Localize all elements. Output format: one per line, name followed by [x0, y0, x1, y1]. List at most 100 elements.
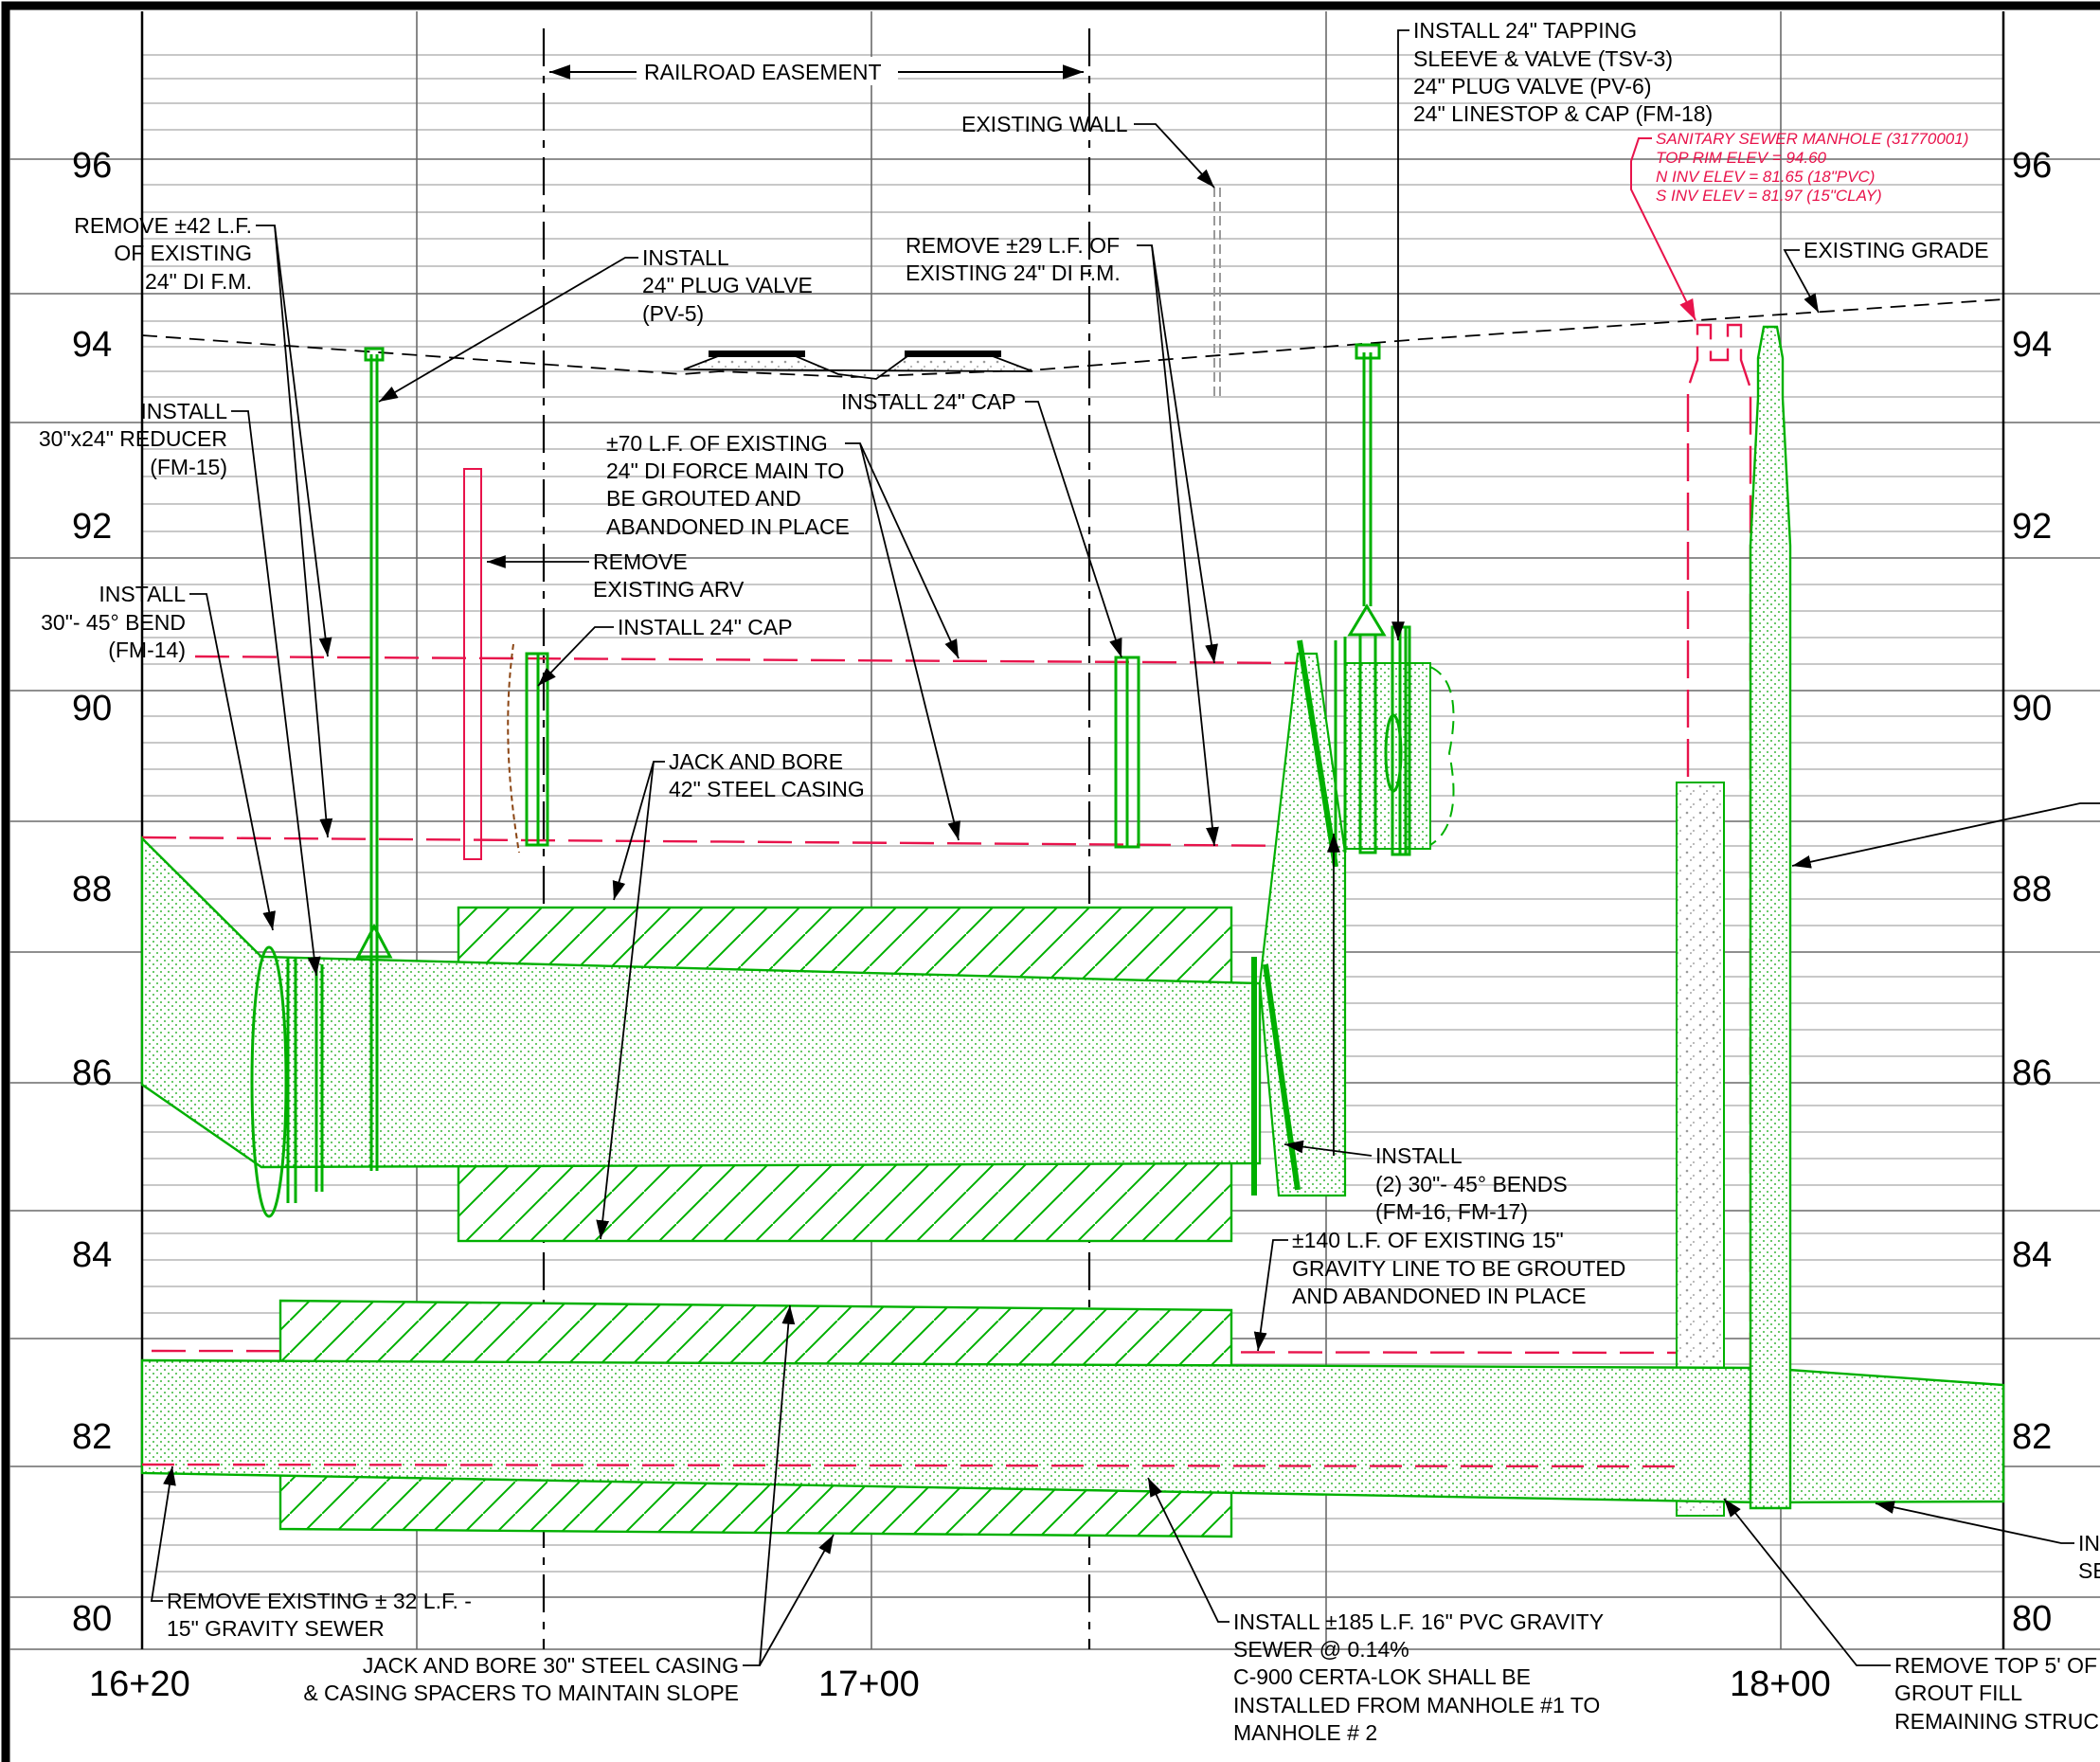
callout-cap-left: INSTALL 24" CAP [537, 615, 793, 687]
station-18-00: 18+00 [1730, 1664, 1831, 1704]
svg-text:30"x24" REDUCER: 30"x24" REDUCER [39, 426, 227, 451]
callout-existing-wall: EXISTING WALL [961, 112, 1215, 189]
svg-text:MANHOLE # 2: MANHOLE # 2 [1233, 1720, 1377, 1745]
elev-92-right: 92 [2012, 507, 2052, 547]
callout-remove-29: REMOVE ±29 L.F. OF EXISTING 24" DI F.M. [906, 233, 1219, 847]
elev-86-right: 86 [2012, 1053, 2052, 1093]
elevation-labels-left: 96 94 92 90 88 86 84 82 80 [72, 146, 112, 1639]
elev-90-right: 90 [2012, 689, 2052, 728]
svg-text:& CASING SPACERS TO MAINTAIN S: & CASING SPACERS TO MAINTAIN SLOPE [303, 1681, 739, 1705]
callout-plug-valve: INSTALL 24" PLUG VALVE (PV-5) [378, 245, 813, 403]
new-manhole [1749, 325, 1792, 1510]
svg-text:S INV ELEV = 81.97 (15"CLAY): S INV ELEV = 81.97 (15"CLAY) [1656, 187, 1882, 205]
svg-text:INSTALLED FROM MANHOLE #1 TO: INSTALLED FROM MANHOLE #1 TO [1233, 1693, 1600, 1717]
force-main-bend-section [1258, 652, 1347, 1197]
callout-jack-42: JACK AND BORE 42" STEEL CASING [596, 749, 865, 1240]
callout-abandon-140: ±140 L.F. OF EXISTING 15" GRAVITY LINE T… [1253, 1228, 1625, 1352]
svg-text:REMOVE ±29 L.F. OF: REMOVE ±29 L.F. OF [906, 233, 1120, 258]
elev-92-left: 92 [72, 507, 112, 547]
force-main-30-inch [140, 836, 1262, 1169]
svg-text:INSTALL 24" CAP: INSTALL 24" CAP [841, 389, 1016, 414]
elev-94-right: 94 [2012, 325, 2052, 365]
svg-text:JACK AND BORE 30" STEEL CASING: JACK AND BORE 30" STEEL CASING [363, 1653, 739, 1678]
callout-bend-14: INSTALL 30"- 45° BEND (FM-14) [41, 582, 276, 931]
callout-jack-30: JACK AND BORE 30" STEEL CASING & CASING … [303, 1304, 835, 1705]
callout-install-right: INS SE [1791, 802, 2100, 1583]
svg-text:REMOVE ±42 L.F.: REMOVE ±42 L.F. [74, 213, 252, 238]
existing-manhole-outline [1686, 323, 1752, 1466]
elev-80-left: 80 [72, 1599, 112, 1639]
svg-text:(PV-5): (PV-5) [642, 301, 704, 326]
svg-text:INSTALL: INSTALL [642, 245, 729, 270]
station-17-00: 17+00 [818, 1664, 920, 1704]
svg-text:GROUT FILL: GROUT FILL [1894, 1681, 2022, 1705]
callout-tapping-sleeve: INSTALL 24" TAPPING SLEEVE & VALVE (TSV-… [1391, 18, 1713, 640]
elev-84-left: 84 [72, 1235, 112, 1275]
svg-text:INSTALL ±185 L.F. 16" PVC GRAV: INSTALL ±185 L.F. 16" PVC GRAVITY [1233, 1609, 1604, 1634]
svg-text:JACK AND BORE: JACK AND BORE [669, 749, 843, 774]
svg-text:24" DI FORCE MAIN TO: 24" DI FORCE MAIN TO [606, 458, 844, 483]
svg-text:24" PLUG VALVE: 24" PLUG VALVE [642, 273, 813, 297]
svg-text:OF EXISTING: OF EXISTING [114, 241, 252, 265]
svg-text:N INV ELEV = 81.65 (18"PVC): N INV ELEV = 81.65 (18"PVC) [1656, 168, 1875, 186]
elev-96-left: 96 [72, 146, 112, 186]
svg-text:REMAINING STRUC: REMAINING STRUC [1894, 1709, 2099, 1734]
svg-text:INSTALL 24" TAPPING: INSTALL 24" TAPPING [1413, 18, 1637, 43]
svg-text:ABANDONED IN PLACE: ABANDONED IN PLACE [606, 514, 850, 539]
existing-arv [463, 468, 482, 860]
callout-bends-16: INSTALL (2) 30"- 45° BENDS (FM-16, FM-17… [1283, 834, 1568, 1224]
elev-82-left: 82 [72, 1417, 112, 1457]
svg-text:(FM-15): (FM-15) [150, 455, 227, 479]
svg-text:±140 L.F. OF EXISTING 15": ±140 L.F. OF EXISTING 15" [1292, 1228, 1564, 1252]
svg-text:SE: SE [2078, 1558, 2100, 1583]
svg-text:EXISTING ARV: EXISTING ARV [593, 577, 745, 602]
elev-80-right: 80 [2012, 1599, 2052, 1639]
svg-text:AND ABANDONED IN PLACE: AND ABANDONED IN PLACE [1292, 1284, 1587, 1308]
svg-text:EXISTING GRADE: EXISTING GRADE [1804, 238, 1989, 262]
svg-text:(FM-14): (FM-14) [108, 638, 186, 662]
svg-text:24" LINESTOP & CAP (FM-18): 24" LINESTOP & CAP (FM-18) [1413, 101, 1713, 126]
svg-text:C-900 CERTA-LOK SHALL BE: C-900 CERTA-LOK SHALL BE [1233, 1664, 1531, 1689]
elev-88-left: 88 [72, 870, 112, 909]
svg-text:±70 L.F. OF EXISTING: ±70 L.F. OF EXISTING [606, 431, 828, 456]
callout-manhole-info: SANITARY SEWER MANHOLE (31770001) TOP RI… [1630, 130, 1968, 321]
elev-94-left: 94 [72, 325, 112, 365]
railroad-ballast [683, 355, 1033, 380]
elev-86-left: 86 [72, 1053, 112, 1093]
callout-existing-grade: EXISTING GRADE [1783, 238, 1989, 314]
callout-remove-arv: REMOVE EXISTING ARV [487, 549, 745, 602]
svg-text:BE GROUTED AND: BE GROUTED AND [606, 486, 801, 511]
svg-text:15" GRAVITY SEWER: 15" GRAVITY SEWER [167, 1616, 385, 1641]
existing-wall [1213, 188, 1221, 398]
svg-text:INS: INS [2078, 1531, 2100, 1555]
elevation-labels-right: 96 94 92 90 88 86 84 82 80 [2012, 146, 2052, 1639]
railroad-easement-lines [542, 28, 1091, 1649]
svg-text:EXISTING WALL: EXISTING WALL [961, 112, 1128, 136]
fittings [250, 343, 1411, 1218]
svg-text:INSTALL: INSTALL [140, 399, 227, 423]
station-16-20: 16+20 [89, 1664, 190, 1704]
railroad-easement-label: RAILROAD EASEMENT [644, 60, 882, 84]
svg-text:INSTALL: INSTALL [1375, 1143, 1463, 1168]
callout-abandon-70: ±70 L.F. OF EXISTING 24" DI FORCE MAIN T… [606, 431, 960, 841]
callout-pvc-185: INSTALL ±185 L.F. 16" PVC GRAVITY SEWER … [1147, 1477, 1604, 1745]
callout-cap-right: INSTALL 24" CAP [841, 389, 1122, 658]
svg-text:42" STEEL CASING: 42" STEEL CASING [669, 777, 865, 801]
svg-text:EXISTING 24" DI F.M.: EXISTING 24" DI F.M. [906, 261, 1121, 285]
svg-text:TOP RIM ELEV = 94.60: TOP RIM ELEV = 94.60 [1656, 149, 1827, 167]
elev-84-right: 84 [2012, 1235, 2052, 1275]
svg-text:SEWER @ 0.14%: SEWER @ 0.14% [1233, 1637, 1409, 1662]
callout-remove-32: REMOVE EXISTING ± 32 L.F. - 15" GRAVITY … [150, 1465, 472, 1641]
arv-hatch-ellipse [507, 643, 520, 854]
existing-grade-line [141, 298, 2004, 378]
svg-text:GRAVITY LINE TO BE GROUTED: GRAVITY LINE TO BE GROUTED [1292, 1256, 1625, 1281]
elev-96-right: 96 [2012, 146, 2052, 186]
svg-text:24" DI F.M.: 24" DI F.M. [145, 269, 252, 294]
callout-reducer: INSTALL 30"x24" REDUCER (FM-15) [39, 399, 321, 977]
svg-text:REMOVE: REMOVE [593, 549, 688, 574]
elev-82-right: 82 [2012, 1417, 2052, 1457]
svg-text:REMOVE TOP 5' OF: REMOVE TOP 5' OF [1894, 1653, 2097, 1678]
elev-90-left: 90 [72, 689, 112, 728]
